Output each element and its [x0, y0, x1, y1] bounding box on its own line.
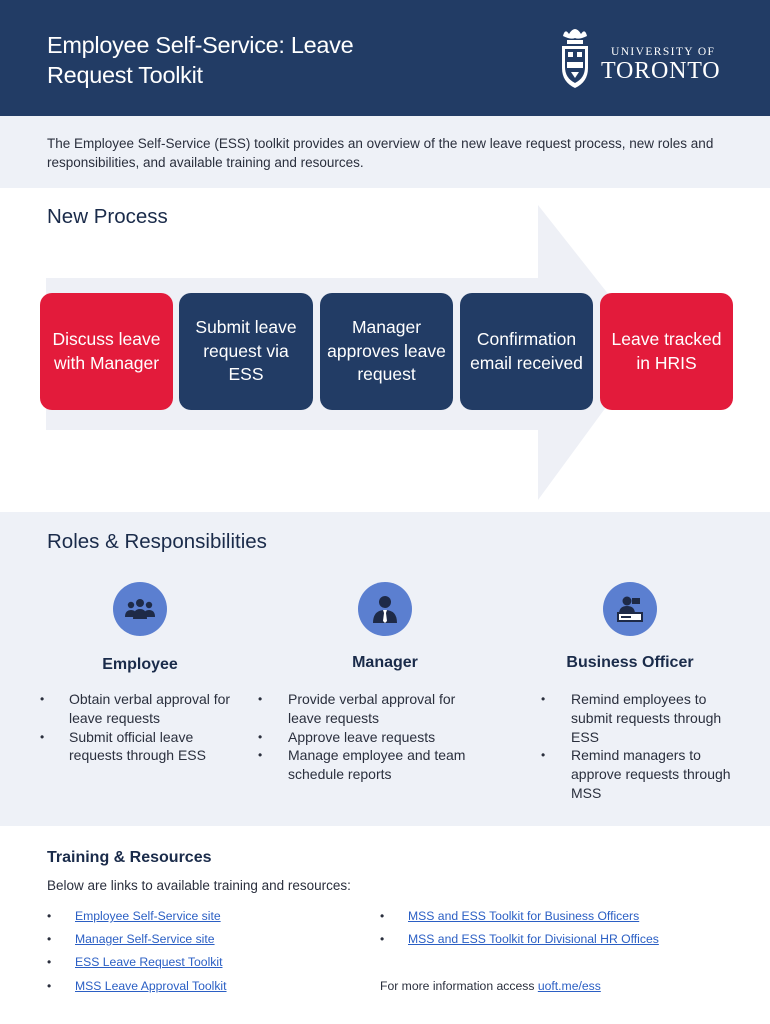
- list-item: •Obtain verbal approval for leave reques…: [40, 691, 231, 726]
- link-ess-leave-request-toolkit[interactable]: ESS Leave Request Toolkit: [75, 955, 223, 969]
- bullet: •: [47, 932, 52, 946]
- role-title-business-officer: Business Officer: [566, 654, 694, 671]
- role-title-employee: Employee: [102, 656, 178, 673]
- process-step-approve: Manager approves leave request: [320, 293, 453, 410]
- bullet: •: [380, 909, 385, 923]
- roles-heading: Roles & Responsibilities: [47, 530, 267, 553]
- process-step-label: Manager approves leave request: [327, 317, 446, 385]
- process-step-label: Leave tracked in HRIS: [611, 329, 722, 373]
- link-manager-self-service-site[interactable]: Manager Self-Service site: [75, 932, 215, 946]
- list-item: •Remind managers to approve requests thr…: [541, 747, 731, 801]
- bullet: •: [380, 932, 385, 946]
- training-subtitle: Below are links to available training an…: [47, 878, 351, 893]
- link-mss-leave-approval-toolkit[interactable]: MSS Leave Approval Toolkit: [75, 979, 227, 993]
- business-officer-duties-list: •Remind employees to submit requests thr…: [541, 690, 741, 803]
- link-toolkit-divisional-hr[interactable]: MSS and ESS Toolkit for Divisional HR Of…: [408, 932, 659, 946]
- list-item: •Manage employee and team schedule repor…: [258, 747, 466, 783]
- intro-section: The Employee Self-Service (ESS) toolkit …: [0, 116, 770, 188]
- desk-worker-icon: [603, 582, 657, 636]
- bullet: •: [47, 979, 52, 993]
- university-crest-icon: [562, 29, 588, 88]
- list-item: •Remind employees to submit requests thr…: [541, 691, 722, 745]
- logo-toronto: TORONTO: [601, 58, 721, 84]
- more-info-text: For more information access uoft.me/ess: [380, 979, 601, 993]
- bullet: •: [47, 909, 52, 923]
- manager-duties-list: •Provide verbal approval for leave reque…: [258, 690, 488, 784]
- process-step-confirmation: Confirmation email received: [460, 293, 593, 410]
- list-item: •Submit official leave requests through …: [40, 728, 206, 764]
- list-item: •Provide verbal approval for leave reque…: [258, 691, 456, 726]
- roles-section: [0, 512, 770, 826]
- intro-text: The Employee Self-Service (ESS) toolkit …: [47, 136, 714, 170]
- link-toolkit-business-officers[interactable]: MSS and ESS Toolkit for Business Officer…: [408, 909, 640, 923]
- page-title: Employee Self-Service: Leave Request Too…: [47, 32, 354, 88]
- new-process-heading: New Process: [47, 205, 168, 228]
- training-heading: Training & Resources: [47, 849, 212, 866]
- process-step-tracked: Leave tracked in HRIS: [600, 293, 733, 410]
- bullet: •: [47, 955, 52, 969]
- employee-duties-list: •Obtain verbal approval for leave reques…: [40, 690, 240, 765]
- group-icon: [113, 582, 167, 636]
- page-header: Employee Self-Service: Leave Request Too…: [0, 0, 770, 116]
- link-uoft-ess[interactable]: uoft.me/ess: [537, 979, 601, 993]
- process-step-submit: Submit leave request via ESS: [179, 293, 313, 410]
- process-step-label: Discuss leave with Manager: [52, 329, 161, 373]
- logo-university-of: UNIVERSITY OF: [611, 46, 716, 58]
- role-title-manager: Manager: [352, 654, 418, 671]
- process-step-discuss: Discuss leave with Manager: [40, 293, 173, 410]
- list-item: •Approve leave requests: [258, 728, 436, 745]
- process-step-label: Submit leave request via ESS: [195, 317, 297, 385]
- process-step-label: Confirmation email received: [470, 329, 583, 373]
- person-icon: [358, 582, 412, 636]
- link-employee-self-service-site[interactable]: Employee Self-Service site: [75, 909, 221, 923]
